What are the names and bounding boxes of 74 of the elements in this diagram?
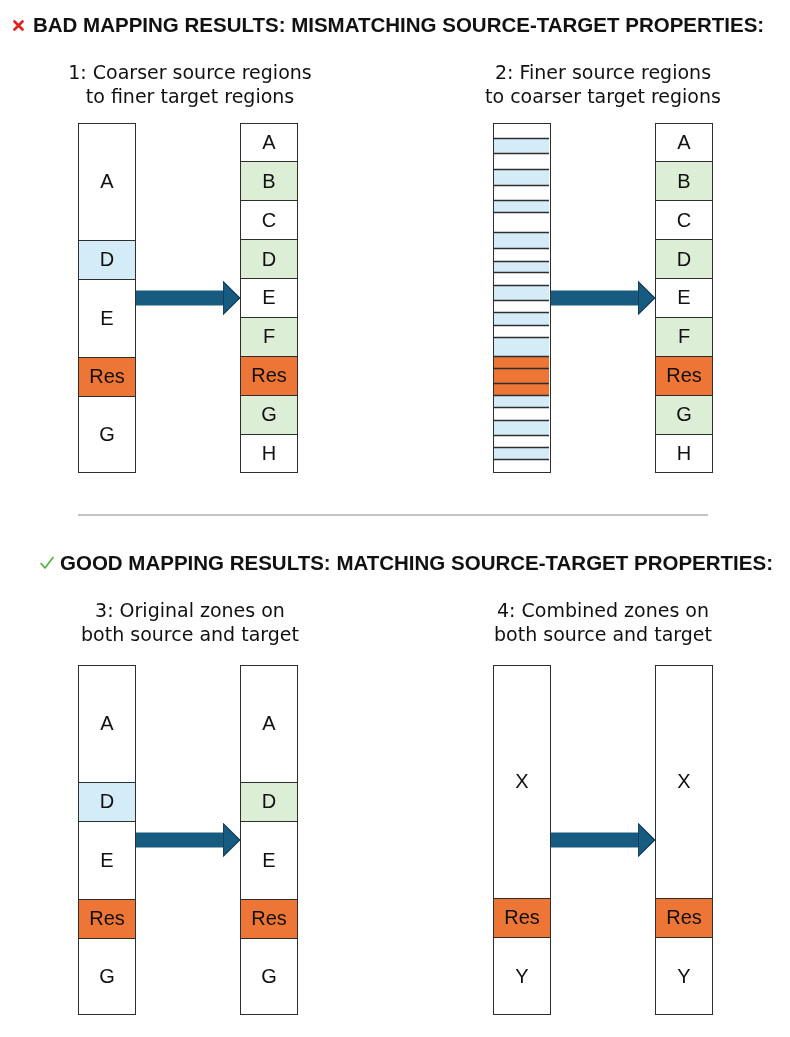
zone-label: A [100, 713, 114, 735]
zone-label: G [676, 404, 692, 426]
zone-column [240, 665, 298, 1015]
zone-cell [656, 316, 712, 356]
zone-cell [241, 781, 297, 821]
zone-label: Res [89, 366, 125, 387]
zone-label: Res [89, 908, 125, 929]
zone-label: E [262, 287, 276, 309]
zone-cell [241, 239, 297, 279]
zone-cell [656, 161, 712, 201]
arrow [136, 281, 241, 315]
zone-cell [79, 898, 135, 938]
zone-label: A [100, 171, 114, 193]
zone-cell [79, 356, 135, 396]
zone-label: G [261, 966, 277, 987]
panel-title: 1: Coarser source regions to finer target regions [67, 60, 313, 108]
zone-label: D [99, 249, 115, 270]
arrow [551, 281, 656, 315]
zone-label: H [261, 443, 277, 465]
zone-label: D [261, 791, 277, 812]
zone-cell [494, 897, 550, 937]
zone-label: D [676, 248, 692, 270]
section-heading: GOOD MAPPING RESULTS: MATCHING SOURCE-TARGET PROPERTIES: [60, 551, 774, 575]
panel-title: 2: Finer source regions to coarser target regions [484, 60, 722, 108]
zone-label: Res [666, 365, 702, 387]
section-heading: BAD MAPPING RESULTS: MISMATCHING SOURCE-TARGET PROPERTIES: [33, 13, 766, 37]
zone-label: F [677, 326, 691, 348]
zone-label: C [261, 209, 277, 231]
zone-label: C [676, 209, 692, 231]
zone-cell [241, 161, 297, 201]
zone-cell [656, 394, 712, 434]
zone-label: D [261, 248, 277, 270]
zone-label: A [677, 132, 691, 154]
zone-column [240, 123, 298, 473]
panel-title: 3: Original zones on both source and target [80, 598, 300, 646]
arrow [551, 823, 656, 857]
zone-label: B [262, 170, 276, 192]
panel-title: 4: Combined zones on both source and target [493, 598, 713, 646]
arrow [136, 823, 241, 857]
zone-cell [241, 394, 297, 434]
zone-label: Res [251, 908, 287, 929]
zone-label: X [515, 771, 529, 793]
zone-cell [79, 239, 135, 279]
zone-label: B [677, 170, 691, 192]
zone-label: Res [666, 907, 702, 928]
zone-label: A [262, 132, 276, 154]
zone-column [655, 665, 713, 1015]
zone-column [78, 123, 136, 473]
zone-label: A [262, 713, 276, 735]
zone-column [78, 665, 136, 1015]
zone-label: G [99, 424, 115, 445]
zone-label: G [99, 966, 115, 987]
zone-cell [241, 898, 297, 938]
zone-label: Y [515, 965, 529, 987]
zone-label: E [100, 849, 114, 871]
zone-cell [241, 355, 297, 395]
zone-cell [656, 355, 712, 395]
zone-cell [79, 781, 135, 821]
zone-cell [241, 316, 297, 356]
zone-label: D [99, 791, 115, 812]
zone-label: Res [251, 365, 287, 387]
zone-label: E [100, 307, 114, 329]
zone-label: E [262, 849, 276, 871]
zone-label: G [261, 404, 277, 426]
zone-cell [656, 897, 712, 937]
zone-label: H [676, 443, 692, 465]
zone-label: Res [504, 907, 540, 928]
zone-label: F [262, 326, 276, 348]
zone-label: Y [677, 965, 691, 987]
zone-label: E [677, 287, 691, 309]
zone-column [493, 665, 551, 1015]
zone-cell [656, 239, 712, 279]
zone-column [655, 123, 713, 473]
zone-label: X [677, 771, 691, 793]
